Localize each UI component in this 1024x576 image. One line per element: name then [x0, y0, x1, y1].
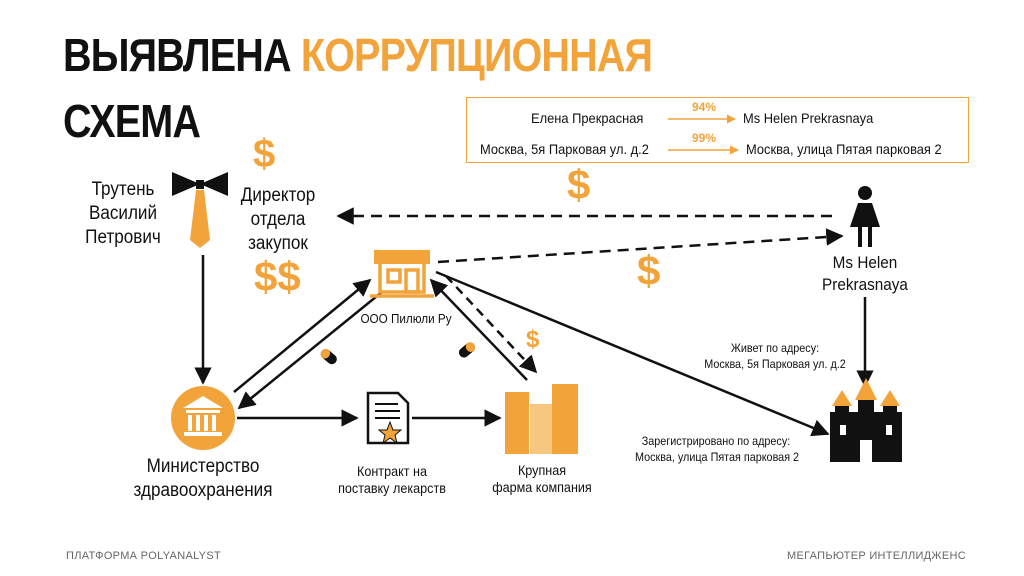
contract-icon [366, 391, 410, 445]
footer-right: МЕГАПЬЮТЕР ИНТЕЛЛИДЖЕНС [787, 550, 966, 562]
arrow-pilyuli-castle [435, 270, 830, 437]
dollar-small: $ [526, 326, 540, 353]
contract-label: Контракт на поставку лекарств [338, 463, 446, 496]
match-row2-right: Москва, улица Пятая парковая 2 [746, 141, 942, 157]
title-black: ВЫЯВЛЕНА [63, 29, 292, 81]
pharma-buildings-icon [505, 384, 578, 454]
arrow-pilyuli-ministry [237, 291, 383, 410]
ministry-label: Министерство здравоохранения [133, 456, 273, 501]
dollar-top: $ [253, 132, 276, 176]
dollar-box: $ [567, 161, 591, 208]
store-icon [370, 250, 434, 298]
match-row2-left: Москва, 5я Парковая ул. д.2 [480, 141, 649, 157]
pill-icon-left [320, 348, 337, 365]
official-name: Трутень Василий Петрович [85, 179, 161, 248]
arrow-pharma-pilyuli [429, 278, 528, 381]
director-label: Директор отдела закупок [240, 185, 316, 254]
arrow-ministry-pilyuli [233, 278, 372, 393]
arrow-pilyuli-pharma-dashed [445, 275, 538, 374]
helen-label: Ms Helen Prekrasnaya [822, 253, 908, 294]
match-row1-right: Ms Helen Prekrasnaya [743, 110, 874, 126]
page-title-line2: СХЕМА [63, 95, 201, 147]
name-match-box [466, 97, 969, 163]
match-row1-left: Елена Прекрасная [531, 110, 644, 126]
page-title: ВЫЯВЛЕНА КОРРУПЦИОННАЯ [63, 28, 653, 82]
lives-at-label: Живет по адресу: Москва, 5я Парковая ул.… [704, 341, 846, 371]
castle-icon [830, 378, 902, 462]
ministry-icon [171, 386, 235, 450]
dollar-double: $$ [254, 253, 301, 300]
pharma-label: Крупная фарма компания [492, 462, 592, 495]
dollar-mid: $ [637, 247, 661, 294]
pill-icon-right [458, 342, 476, 358]
title-orange: КОРРУПЦИОННАЯ [300, 29, 653, 81]
woman-icon [850, 186, 880, 247]
official-icon [172, 172, 228, 248]
match-row2-percent: 99% [692, 131, 717, 145]
registered-at-label: Зарегистрировано по адресу: Москва, улиц… [635, 434, 800, 464]
footer-left: ПЛАТФОРМА POLYANALYST [66, 550, 221, 562]
match-row1-percent: 94% [692, 100, 717, 114]
arrow-pilyuli-helen [437, 228, 844, 264]
company-pilyuli-label: ООО Пилюли Ру [360, 311, 452, 326]
